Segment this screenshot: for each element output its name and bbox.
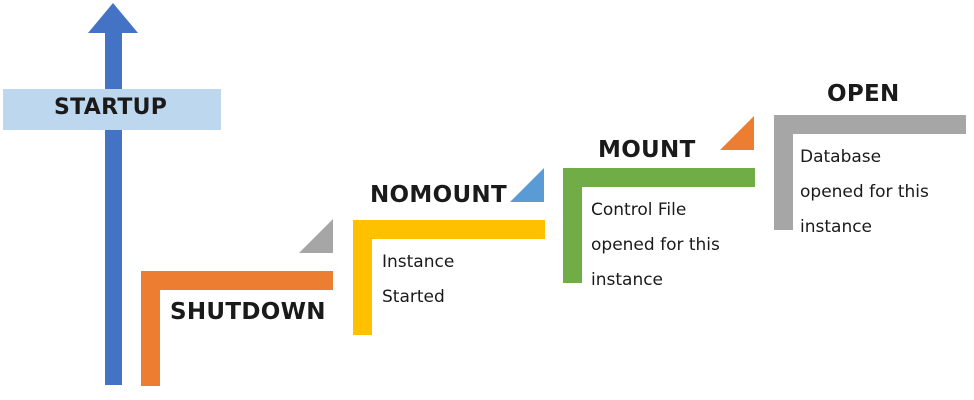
step-nomount-line-2: Started	[382, 287, 445, 307]
step-mount-riser	[563, 168, 582, 283]
step-nomount-tread	[353, 220, 545, 239]
step-open-description: Database opened for this instance	[800, 140, 929, 245]
step-shutdown-label: SHUTDOWN	[170, 299, 326, 325]
step-open-riser	[774, 115, 793, 230]
startup-label-box	[3, 89, 221, 130]
step-mount-marker-triangle	[510, 168, 544, 202]
step-open-marker-triangle	[720, 116, 754, 150]
step-mount-line-2: opened for this	[591, 235, 720, 255]
step-nomount-description: Instance Started	[382, 245, 454, 315]
step-nomount-label: NOMOUNT	[370, 182, 507, 208]
step-open-line-3: instance	[800, 217, 873, 237]
step-open-line-1: Database	[800, 147, 882, 167]
step-open-label: OPEN	[827, 81, 900, 107]
arrow-head	[88, 3, 138, 33]
step-nomount-marker-triangle	[299, 219, 333, 253]
step-nomount-riser	[353, 220, 372, 335]
step-shutdown-tread	[141, 271, 333, 290]
step-open-tread	[774, 115, 966, 134]
step-mount-line-3: instance	[591, 270, 664, 290]
arrow-shaft	[105, 30, 122, 385]
step-mount-tread	[563, 168, 755, 187]
step-nomount-line-1: Instance	[382, 252, 455, 272]
step-mount-line-1: Control File	[591, 200, 687, 220]
step-open-line-2: opened for this	[800, 182, 929, 202]
startup-label: STARTUP	[54, 95, 168, 120]
step-mount-label: MOUNT	[598, 137, 696, 163]
step-shutdown-riser	[141, 271, 160, 386]
step-mount-description: Control File opened for this instance	[591, 193, 720, 298]
